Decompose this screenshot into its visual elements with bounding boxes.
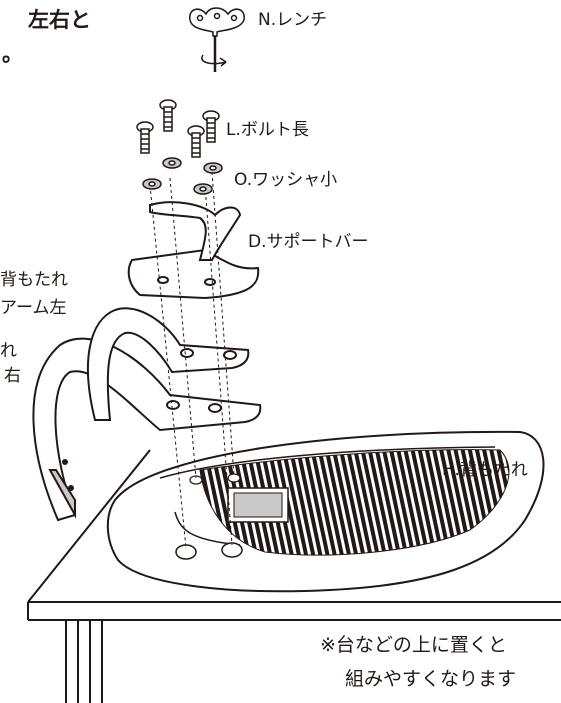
- label-support-bar: D.サポートバー: [248, 232, 369, 252]
- label-arm-right-1: れ: [0, 341, 17, 361]
- label-bolt: L.ボルト長: [226, 120, 309, 140]
- label-backrest: H.背もたれ: [442, 460, 528, 480]
- intro-line-1: 左右と: [28, 8, 91, 32]
- note-line-1: ※台などの上に置くと: [320, 634, 507, 656]
- label-arm-left-2: アーム左: [0, 298, 67, 318]
- arm-right: [32, 337, 262, 522]
- label-arm-right-2: 右: [4, 366, 21, 386]
- note-line-2: 組みやすくなります: [345, 668, 517, 690]
- label-wrench: N.レンチ: [258, 10, 328, 30]
- label-arm-left-1: 背もたれ: [0, 270, 68, 290]
- table: [27, 449, 561, 703]
- backrest-panel: [106, 430, 545, 593]
- washers: [142, 157, 223, 195]
- label-washer: O.ワッシャ小: [234, 170, 338, 190]
- wrench: [189, 7, 245, 72]
- bolts: [136, 99, 220, 158]
- alignment-lines: [149, 171, 235, 549]
- support-bar: [127, 201, 260, 300]
- intro-line-2: 。: [2, 42, 23, 66]
